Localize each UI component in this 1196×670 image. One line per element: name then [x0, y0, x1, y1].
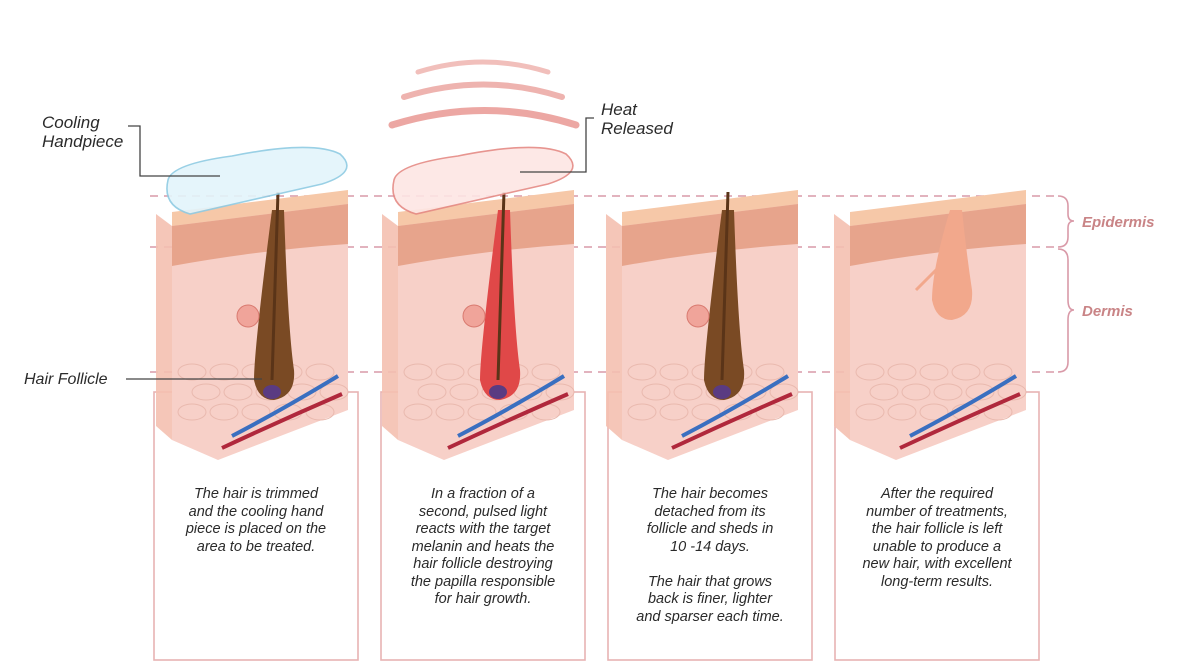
cooling-handpiece-label: Cooling Handpiece: [42, 113, 124, 151]
skin-block-1: [156, 146, 349, 460]
heat-wave-2: [401, 81, 565, 100]
cooling-handpiece: [166, 146, 348, 215]
sebaceous-gland: [462, 304, 486, 328]
fat-cell: [627, 403, 657, 421]
skin-block-2: [382, 146, 575, 460]
fat-cell: [997, 383, 1027, 401]
step-2-caption: In a fraction of a second, pulsed light …: [410, 486, 556, 607]
artery: [899, 392, 1021, 450]
fat-cell: [177, 363, 207, 381]
skin-side-face: [382, 214, 398, 440]
hair-shaft: [270, 191, 280, 381]
fat-cell: [449, 383, 479, 401]
vein: [231, 374, 340, 438]
fat-cell: [769, 383, 799, 401]
fat-cell: [659, 403, 689, 421]
layer-brackets: [1057, 195, 1075, 373]
papilla: [263, 385, 281, 399]
artery: [221, 392, 343, 450]
fat-cell: [919, 403, 949, 421]
fat-cell: [673, 383, 703, 401]
fat-cell: [869, 383, 899, 401]
fat-cell: [435, 363, 465, 381]
fat-cell: [531, 363, 561, 381]
fat-cell: [545, 383, 575, 401]
fat-cell: [191, 383, 221, 401]
fat-cell: [319, 383, 349, 401]
skin-surface: [622, 190, 798, 228]
skin-block-4: [834, 190, 1027, 460]
epidermis-label: Epidermis: [1082, 214, 1155, 231]
vein: [909, 374, 1018, 438]
skin-side-face: [834, 214, 850, 440]
fat-cell: [209, 363, 239, 381]
fat-cell: [241, 403, 271, 421]
epidermis-bracket: [1057, 195, 1075, 248]
epidermis-layer: [622, 204, 798, 266]
sebaceous-gland: [686, 304, 710, 328]
step-1-caption: The hair is trimmed and the cooling hand…: [185, 486, 327, 555]
fat-cell: [887, 363, 917, 381]
hair-follicle-label: Hair Follicle: [24, 371, 108, 388]
vein: [681, 374, 790, 438]
fat-cell: [983, 363, 1013, 381]
fat-cell: [965, 383, 995, 401]
skin-side-face: [156, 214, 172, 440]
heat-wave-3: [388, 107, 580, 129]
artery: [671, 392, 793, 450]
skin-side-face: [606, 214, 622, 440]
fat-cell: [627, 363, 657, 381]
skin-surface: [850, 190, 1026, 228]
heat-released-callout: [520, 117, 594, 173]
fat-cell: [659, 363, 689, 381]
fat-cell: [855, 403, 885, 421]
fat-cell: [887, 403, 917, 421]
skin-block-3: [606, 190, 799, 460]
skin-surface: [398, 190, 574, 228]
epidermis-layer: [172, 204, 348, 266]
epidermis-layer: [850, 204, 1026, 266]
papilla: [713, 385, 731, 399]
fat-cell: [403, 403, 433, 421]
fat-cell: [223, 383, 253, 401]
cooling-handpiece-callout: [128, 125, 220, 177]
step-4-caption: After the required number of treatments,…: [862, 486, 1012, 590]
fat-cell: [755, 363, 785, 381]
fat-cell: [641, 383, 671, 401]
papilla: [489, 385, 507, 399]
heat-released-label: Heat Released: [601, 100, 673, 138]
fat-cell: [919, 363, 949, 381]
sebaceous-gland: [236, 304, 260, 328]
fat-cell: [177, 403, 207, 421]
fat-cell: [417, 383, 447, 401]
fat-cell: [933, 383, 963, 401]
vein: [457, 374, 566, 438]
epidermis-layer: [398, 204, 574, 266]
fat-cell: [951, 363, 981, 381]
artery: [447, 392, 569, 450]
heated-handpiece: [392, 146, 574, 215]
heat-wave-1: [415, 59, 551, 75]
fat-cell: [305, 363, 335, 381]
fat-cell: [209, 403, 239, 421]
hair-shaft: [720, 191, 730, 381]
skin-surface: [172, 190, 348, 228]
fat-cell: [435, 403, 465, 421]
hair-shaft: [496, 191, 506, 381]
fat-cell: [691, 403, 721, 421]
dermis-bracket: [1057, 248, 1075, 373]
step-3-caption: The hair becomes detached from its folli…: [636, 486, 784, 625]
dermis-label: Dermis: [1082, 303, 1133, 320]
residual-follicle-branch: [914, 258, 948, 292]
fat-cell: [901, 383, 931, 401]
fat-cell: [403, 363, 433, 381]
hair-follicle: [932, 210, 973, 320]
callout-lines: [126, 117, 594, 380]
skin-blocks: [156, 146, 1027, 460]
heat-waves: [388, 59, 580, 129]
fat-cell: [467, 403, 497, 421]
fat-cell: [855, 363, 885, 381]
